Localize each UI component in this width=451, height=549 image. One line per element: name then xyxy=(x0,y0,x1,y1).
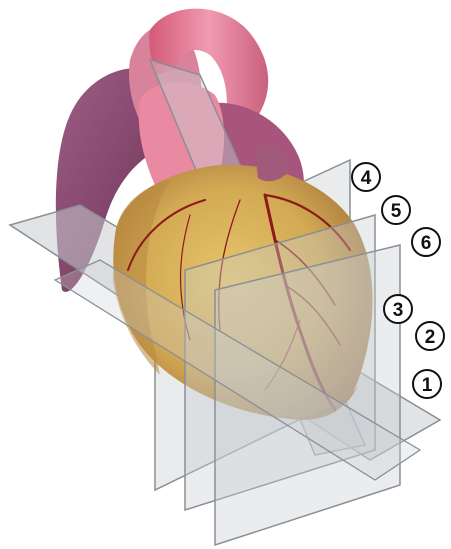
svg-text:2: 2 xyxy=(425,327,436,348)
plane-label-6: 6 xyxy=(412,228,440,256)
plane-label-3: 3 xyxy=(384,295,412,323)
svg-text:1: 1 xyxy=(422,375,433,396)
plane-label-5: 5 xyxy=(382,196,410,224)
svg-text:5: 5 xyxy=(391,201,402,222)
svg-text:4: 4 xyxy=(361,168,372,189)
svg-text:6: 6 xyxy=(421,233,432,254)
svg-text:3: 3 xyxy=(393,300,404,321)
plane-label-1: 1 xyxy=(413,370,441,398)
plane-label-2: 2 xyxy=(416,322,444,350)
plane-label-4: 4 xyxy=(352,163,380,191)
